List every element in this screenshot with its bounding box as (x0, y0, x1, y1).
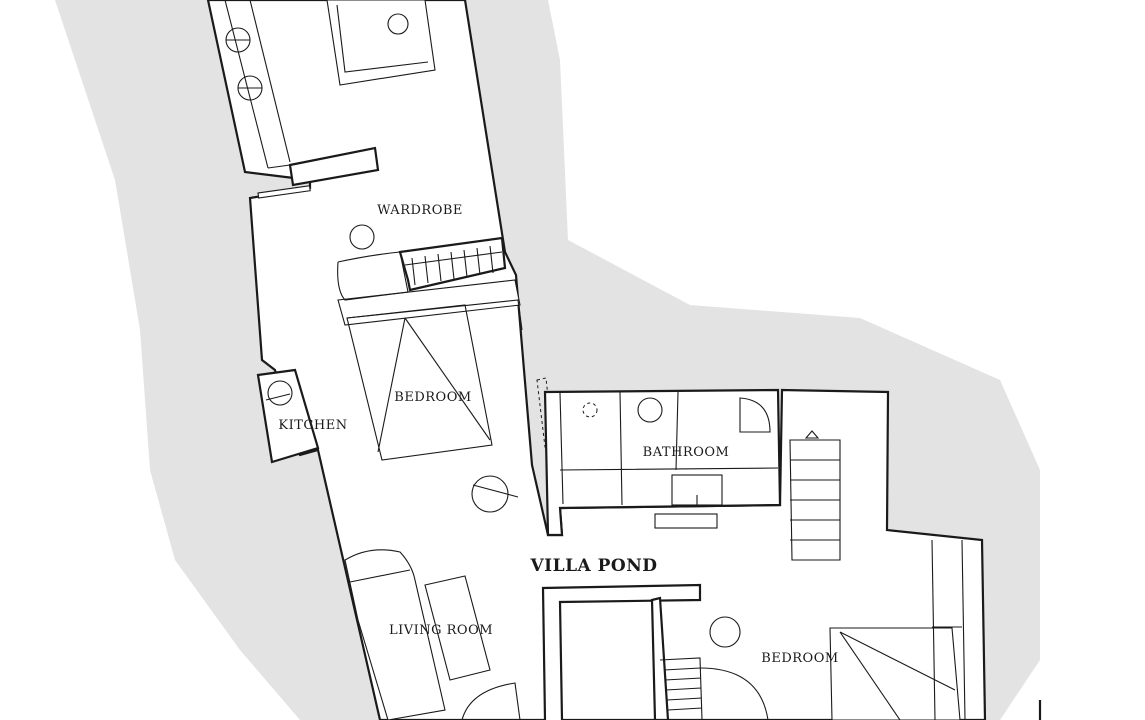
plan-title: VILLA POND (529, 556, 657, 576)
bedroom-upper-label: BEDROOM (394, 390, 471, 405)
bathroom-door-swing (739, 397, 771, 433)
living-table (424, 575, 491, 681)
toilet-icon (637, 397, 663, 423)
living-sofa (344, 549, 446, 720)
bedroom-lower-shelves (659, 657, 703, 720)
bedroom-lower-label: BEDROOM (761, 651, 838, 666)
living-room-label: LIVING ROOM (389, 623, 493, 638)
bedroom-lower-wardrobe (931, 539, 966, 720)
top-counter (224, 0, 291, 169)
living-door-swing (461, 682, 521, 720)
bathroom-fixtures (559, 391, 779, 506)
staircase-arrow-icon (804, 430, 820, 439)
bathroom-door-dash (536, 377, 554, 448)
bedroom-lower-wall (541, 583, 702, 720)
bed-upper-cover (377, 317, 491, 453)
kitchen-counter (256, 368, 320, 464)
bathroom-step (654, 513, 718, 529)
bed-lower (829, 627, 961, 720)
wardrobe-rail (257, 185, 311, 199)
bathroom-fixture-icon-1 (582, 402, 598, 418)
bathroom-label: BATHROOM (643, 445, 730, 460)
bed-upper-frame (337, 251, 409, 301)
bedroom-lower-closet (650, 596, 670, 720)
kitchen-sink-icon (267, 380, 293, 406)
wardrobe-label: WARDROBE (377, 203, 463, 218)
bedroom-lower-door-swing (699, 667, 769, 720)
niche-fixture-icon (387, 13, 409, 35)
wardrobe-fixture-icon (349, 224, 375, 250)
bedroom-lower-fixture-icon (709, 616, 741, 648)
bathroom-room (543, 388, 782, 537)
utility-niche-inner (336, 4, 429, 73)
partition-wall (288, 146, 380, 187)
bed-lower-cover (839, 631, 956, 720)
utility-niche (326, 0, 436, 86)
kitchen-label: KITCHEN (278, 418, 347, 433)
